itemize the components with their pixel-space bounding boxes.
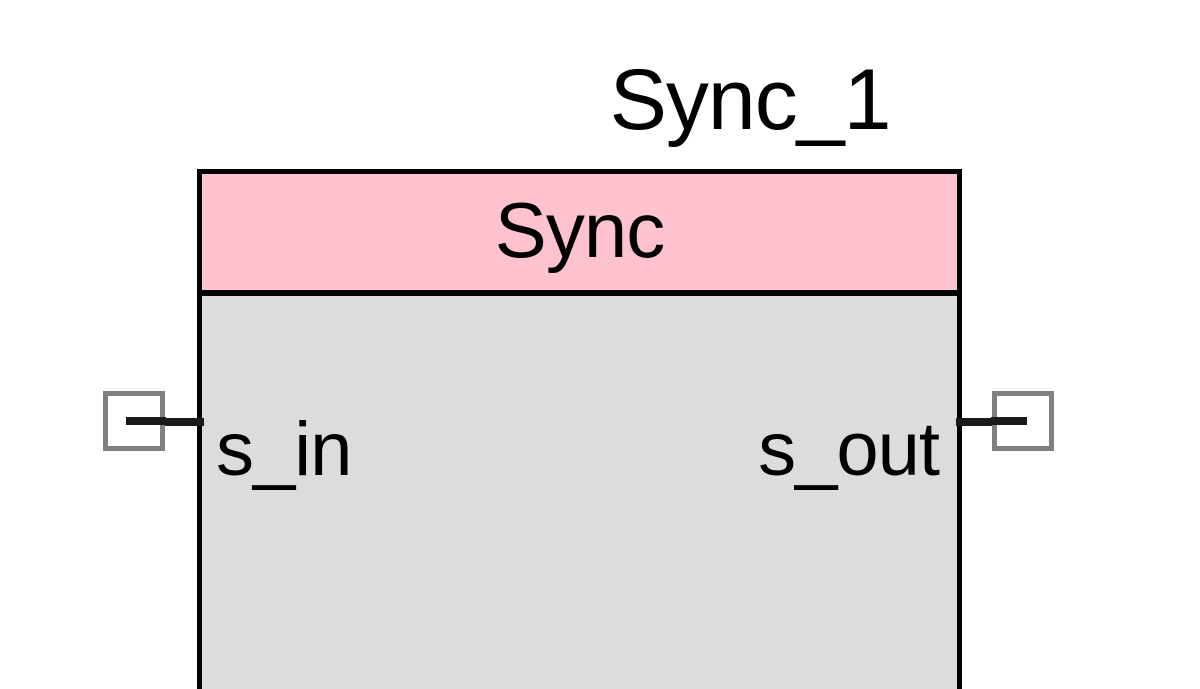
sync-block[interactable]: Sync s_in s_out: [197, 169, 962, 689]
port-square-icon: [126, 417, 166, 425]
port-square-icon: [991, 417, 1027, 425]
block-header[interactable]: Sync: [202, 174, 957, 296]
port-lead-s-in: [160, 418, 204, 426]
block-type-label: Sync: [494, 186, 665, 274]
block-instance-name: Sync_1: [609, 52, 892, 148]
diagram-canvas: Sync_1 Sync s_in s_out: [103, 52, 1054, 689]
port-connector-s-out[interactable]: [991, 391, 1054, 451]
block-body: s_in s_out: [202, 296, 957, 689]
port-lead-s-out: [956, 418, 998, 426]
port-label-s-out: s_out: [758, 407, 940, 492]
port-label-row: s_in s_out: [202, 404, 957, 496]
port-connector-s-in[interactable]: [103, 391, 166, 451]
port-label-s-in: s_in: [216, 407, 352, 492]
